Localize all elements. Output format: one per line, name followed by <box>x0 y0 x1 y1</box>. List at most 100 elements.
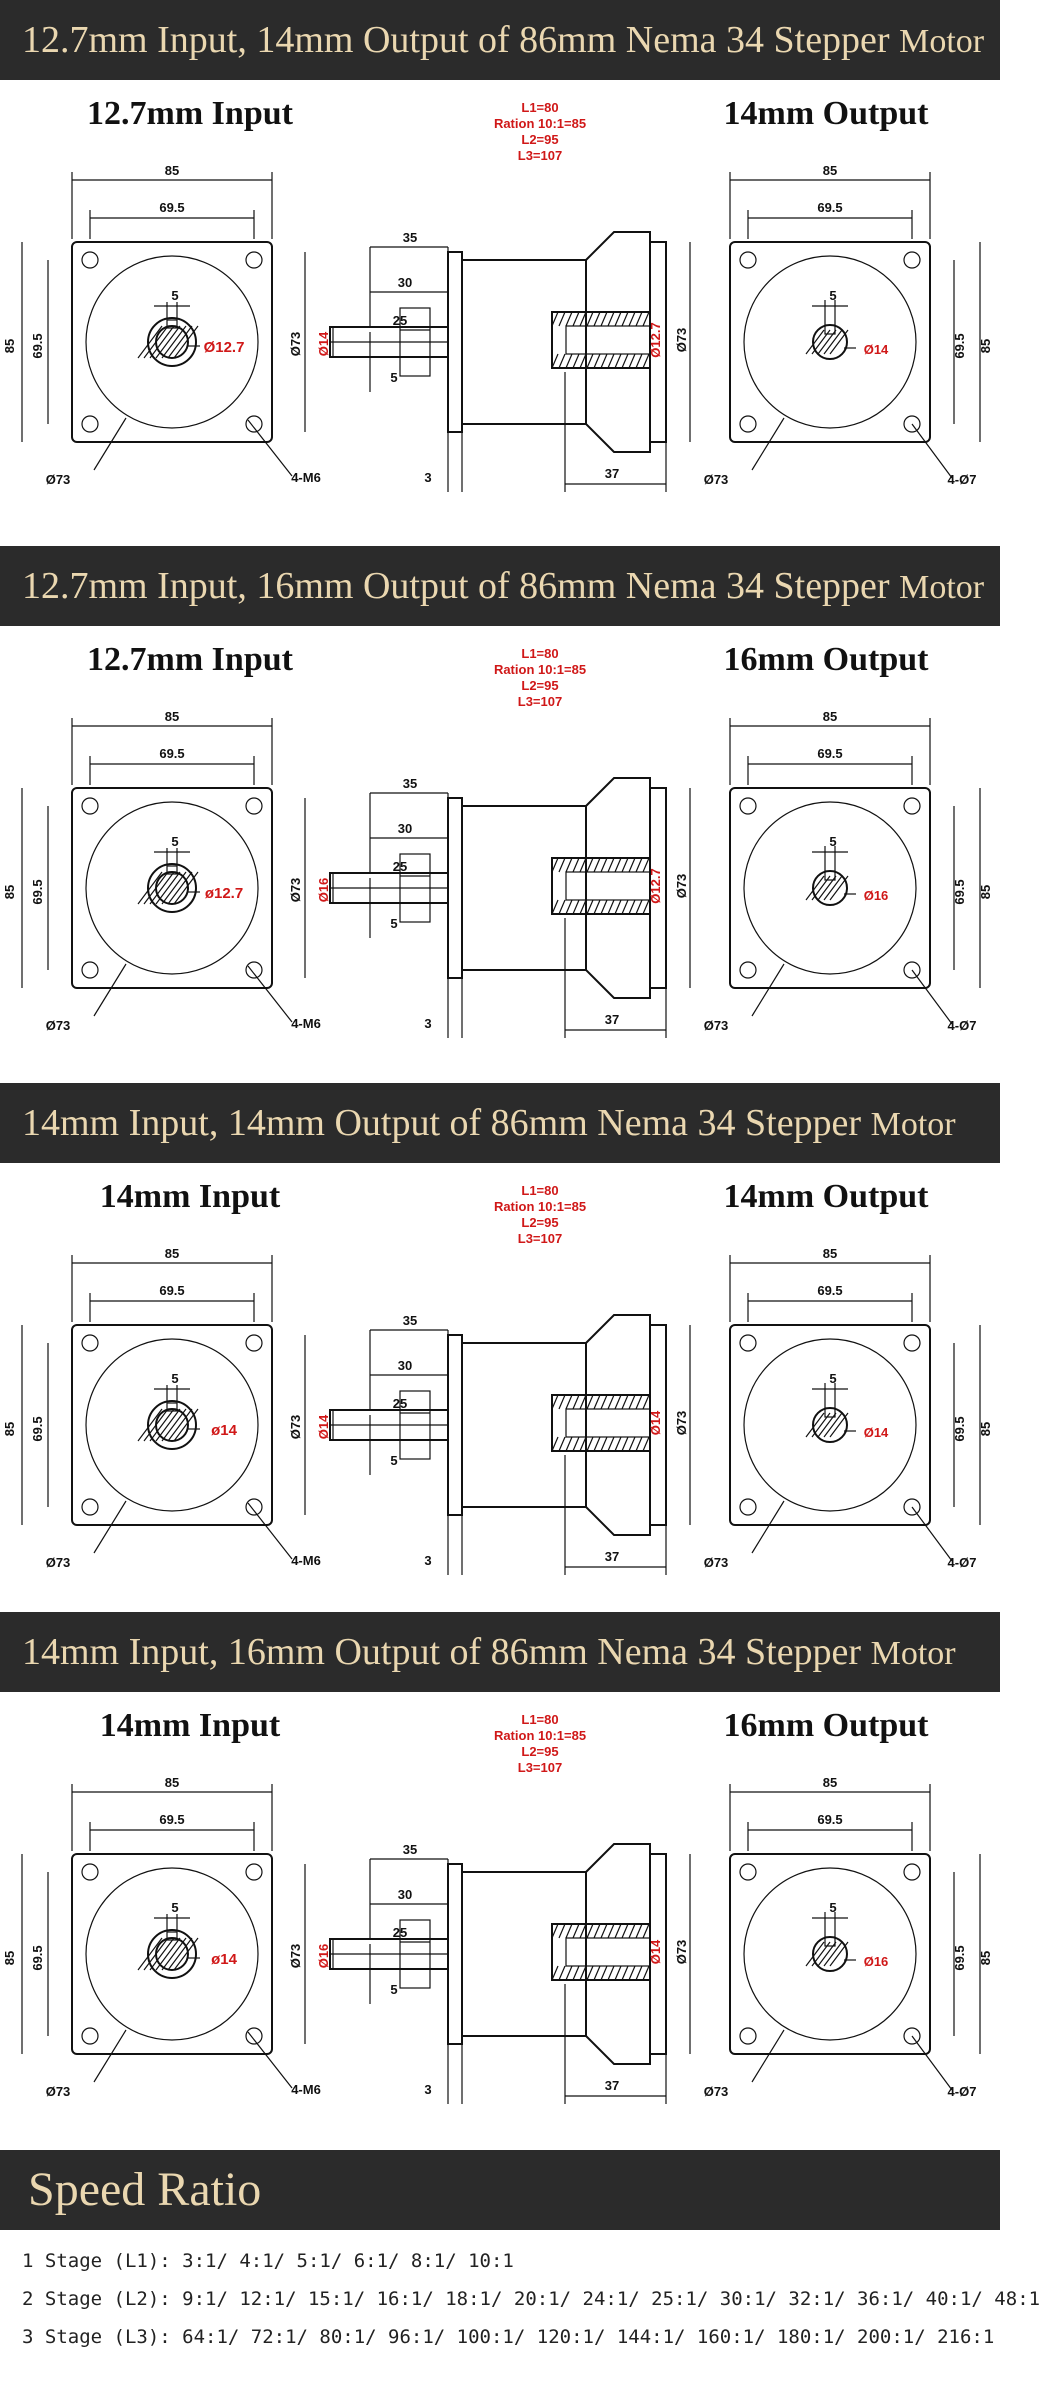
hatch <box>161 325 187 359</box>
output-bore-inner <box>565 871 651 901</box>
hatch <box>607 1923 615 1939</box>
holes-leader <box>247 1502 293 1560</box>
hatch <box>586 899 594 915</box>
input-bolt-hole <box>245 415 263 433</box>
section-4-title-end: Motor <box>870 1635 956 1672</box>
hatch <box>635 899 643 915</box>
dim-side-output-length: 37 <box>605 1549 619 1564</box>
output-housing <box>585 1314 651 1536</box>
section-2-title-end: Motor <box>899 569 985 606</box>
hatch <box>621 1965 629 1981</box>
pilot-leader <box>751 1500 785 1554</box>
input-bolt-hole <box>81 797 99 815</box>
dim-input-holes: 4-M6 <box>291 1553 321 1568</box>
hatch <box>642 353 650 369</box>
hatch <box>558 353 566 369</box>
spec-line: L2=95 <box>521 1215 558 1230</box>
dim-key-width: 5 <box>171 1900 178 1915</box>
dim-pilot-diameter: Ø73 <box>704 2084 729 2099</box>
dim-flange-width: 85 <box>823 1246 837 1261</box>
input-header: 14mm Input <box>100 1178 281 1215</box>
output-bore <box>551 311 651 369</box>
hatch <box>558 857 566 873</box>
dim-flange-width: 85 <box>823 1775 837 1790</box>
output-shaft-label: Ø16 <box>864 888 889 903</box>
hatch <box>551 1394 559 1410</box>
output-key <box>824 1936 836 1947</box>
dim-output-holes: 4-Ø7 <box>948 1018 977 1033</box>
output-bore-inner <box>565 1937 651 1967</box>
output-bore <box>551 1923 651 1981</box>
input-flange-outline <box>71 241 273 443</box>
hatch <box>614 311 622 327</box>
dim-bolt-height: 69.5 <box>30 879 45 904</box>
output-flange-outline <box>729 1853 931 2055</box>
speed-ratio-stage-3: 3 Stage (L3): 64:1/ 72:1/ 80:1/ 96:1/ 10… <box>22 2326 995 2348</box>
dim-side-overall: 35 <box>403 1842 417 1857</box>
output-bolt-hole <box>739 2027 757 2045</box>
side-shaft-label: Ø16 <box>316 878 331 903</box>
section-3-title-end: Motor <box>870 1106 956 1143</box>
dim-side-key-width: 5 <box>390 370 397 385</box>
output-bolt-hole <box>903 1334 921 1352</box>
output-bolt-hole <box>739 797 757 815</box>
dim-output-holes: 4-Ø7 <box>948 2084 977 2099</box>
hatch <box>565 1965 573 1981</box>
dim-flange-width: 85 <box>823 709 837 724</box>
side-shaft-label: Ø14 <box>316 331 331 356</box>
hatch <box>805 875 825 901</box>
spec-line: L2=95 <box>521 678 558 693</box>
dim-flange-height: 85 <box>978 1951 993 1965</box>
hatch <box>572 1394 580 1410</box>
hatch <box>572 1436 580 1452</box>
hatch <box>817 1941 837 1967</box>
hatch <box>173 1937 199 1971</box>
dim-flange-height: 85 <box>978 1422 993 1436</box>
hatch <box>607 857 615 873</box>
hatch <box>586 311 594 327</box>
input-bolt-hole <box>245 961 263 979</box>
dim-bolt-height: 69.5 <box>952 1945 967 1970</box>
dim-side-shaft-length: 30 <box>398 275 412 290</box>
output-header: 16mm Output <box>724 641 930 678</box>
hatch <box>565 353 573 369</box>
output-header: 14mm Output <box>724 95 930 132</box>
output-bolt-hole <box>739 961 757 979</box>
hatch <box>600 899 608 915</box>
hatch <box>621 353 629 369</box>
input-bolt-hole <box>245 1498 263 1516</box>
input-bolt-hole <box>81 2027 99 2045</box>
hatch <box>628 1965 636 1981</box>
hatch <box>642 857 650 873</box>
gearbox-body <box>461 259 587 425</box>
hatch <box>817 1412 837 1438</box>
hatch <box>811 1412 831 1438</box>
hatch <box>600 353 608 369</box>
hatch <box>614 1394 622 1410</box>
hatch <box>614 899 622 915</box>
side-bore-label: Ø12.7 <box>648 868 663 903</box>
motor-flange-plate <box>447 797 463 979</box>
hatch <box>635 1436 643 1452</box>
hatch <box>642 1436 650 1452</box>
hatch <box>593 1436 601 1452</box>
hatch <box>600 1394 608 1410</box>
hatch <box>621 1436 629 1452</box>
hatch <box>614 1923 622 1939</box>
spec-line: Ration 10:1=85 <box>494 1199 586 1214</box>
hatch <box>607 353 615 369</box>
hatch <box>635 1965 643 1981</box>
hatch <box>149 1937 175 1971</box>
dim-flange-width: 85 <box>165 709 179 724</box>
hatch <box>829 875 849 901</box>
holes-leader <box>247 419 293 477</box>
hatch <box>628 353 636 369</box>
dim-key-width: 5 <box>171 288 178 303</box>
dim-side-pilot: Ø73 <box>288 1415 303 1440</box>
dim-flange-width: 85 <box>165 1246 179 1261</box>
hatch <box>572 857 580 873</box>
input-header: 12.7mm Input <box>87 641 294 678</box>
